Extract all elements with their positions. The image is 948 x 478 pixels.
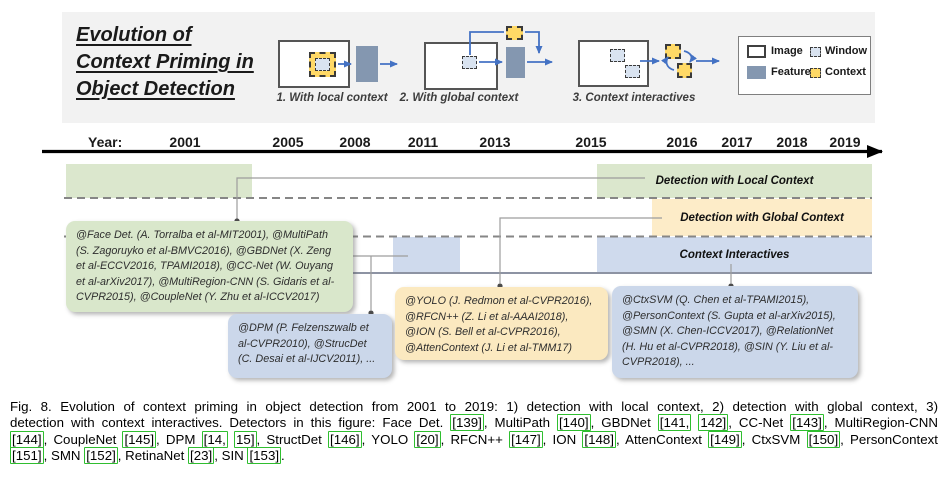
caption-text: . [281, 448, 285, 464]
caption-line: detection with context interactives. Det… [10, 414, 938, 432]
caption-text: , StructDet [256, 431, 329, 447]
caption-text: , ION [542, 431, 583, 447]
diagram3-window1-icon [610, 49, 625, 62]
caption-text: , CtxSVM [741, 431, 807, 447]
global-context-methods-box: @YOLO (J. Redmon et al-CVPR2016), @RFCN+… [395, 287, 608, 360]
legend-feature-label: Feature [771, 66, 811, 78]
caption-text: , GBDNet [590, 415, 658, 431]
diagram2-image-rect [424, 42, 498, 90]
figure-title-line3: Object Detection [76, 78, 235, 100]
citation-link[interactable]: [139] [450, 414, 484, 432]
caption-text: , AttenContext [615, 431, 709, 447]
diagram1-label: 1. With local context [276, 92, 388, 104]
diagram2-window-icon [462, 56, 477, 69]
caption-text: , CC-Net [728, 415, 791, 431]
year-axis-title: Year: [88, 134, 123, 150]
caption-text: , RFCN++ [440, 431, 510, 447]
dpm-methods-box: @DPM (P. Felzenszwalb et al-CVPR2010), @… [228, 314, 392, 378]
figure-caption: Fig. 8. Evolution of context priming in … [10, 399, 938, 465]
diagram2-label: 2. With global context [399, 92, 519, 104]
year-tick-2017: 2017 [721, 134, 753, 150]
diagram3-context2-icon [677, 63, 692, 78]
year-tick-2019: 2019 [829, 134, 861, 150]
year-tick-2011: 2011 [407, 134, 439, 150]
citation-link[interactable]: [140] [556, 414, 591, 432]
legend-context-swatch [810, 68, 821, 78]
year-tick-2005: 2005 [272, 134, 304, 150]
diagram3-image-rect [578, 40, 649, 87]
caption-line: [144], CoupleNet [145], DPM [14, 15], St… [10, 430, 938, 448]
context-interactives-methods-box: @CtxSVM (Q. Chen et al-TPAMI2015), @Pers… [612, 286, 858, 378]
citation-link[interactable]: 15] [234, 430, 257, 448]
citation-link[interactable]: [151] [10, 447, 44, 465]
diagram3-label: 3. Context interactives [572, 92, 696, 104]
band-local-left-segment [66, 164, 252, 198]
diagram1-window-icon [315, 58, 330, 71]
diagram2-context-icon [506, 26, 523, 40]
citation-link[interactable]: [144] [10, 430, 44, 448]
diagram3-window2-icon [625, 65, 640, 78]
year-tick-2015: 2015 [575, 134, 607, 150]
figure-title: Evolution of Context Priming in Object D… [76, 22, 316, 103]
caption-text: , RetinaNet [117, 448, 189, 464]
citation-link[interactable]: [150] [806, 430, 841, 448]
band-interactive-left-column [393, 237, 460, 272]
legend-window-label: Window [825, 45, 868, 57]
caption-line: Fig. 8. Evolution of context priming in … [10, 399, 938, 415]
band-global-label: Detection with Global Context [680, 211, 844, 224]
band-interactive-label: Context Interactives [679, 248, 790, 261]
year-tick-2016: 2016 [666, 134, 698, 150]
band-local-right-segment: Detection with Local Context [597, 164, 872, 198]
citation-link[interactable]: [149] [708, 430, 742, 448]
caption-text: detection with context interactives. Det… [10, 415, 451, 431]
citation-link[interactable]: [152] [84, 447, 118, 465]
caption-text: , SMN [43, 448, 85, 464]
band-local-label: Detection with Local Context [655, 175, 814, 187]
year-tick-2008: 2008 [339, 134, 371, 150]
caption-text: , CoupleNet [43, 431, 123, 447]
diagram2-arrows [469, 31, 553, 66]
figure-title-line2: Context Priming in [76, 51, 254, 73]
citation-link[interactable]: 142] [698, 414, 729, 432]
caption-line: [151], SMN [152], RetinaNet [23], SIN [1… [10, 447, 938, 465]
citation-link[interactable]: [147] [509, 430, 543, 448]
citation-link[interactable]: [153] [247, 447, 282, 465]
caption-text: , YOLO [361, 431, 415, 447]
caption-text: Fig. 8. Evolution of context priming in … [10, 399, 938, 414]
citation-link[interactable]: [14, [201, 430, 228, 448]
caption-text: , SIN [214, 448, 248, 464]
diagram3-arrows [640, 50, 720, 71]
citation-link[interactable]: [23] [188, 447, 215, 465]
year-tick-2001: 2001 [169, 134, 201, 150]
legend-window-swatch [810, 47, 821, 57]
caption-text: , DPM [156, 431, 202, 447]
legend-image-swatch [747, 45, 766, 58]
citation-link[interactable]: [143] [790, 414, 824, 432]
citation-link[interactable]: [146] [328, 430, 362, 448]
citation-link[interactable]: [148] [582, 430, 616, 448]
band-interactive-right-segment: Context Interactives [597, 237, 872, 272]
caption-text: , PersonContext [840, 431, 938, 447]
caption-text: , MultiRegion-CNN [823, 415, 938, 431]
local-context-methods-box: @Face Det. (A. Torralba et al-MIT2001), … [66, 221, 353, 312]
year-tick-2013: 2013 [479, 134, 511, 150]
citation-link[interactable]: [20] [414, 430, 441, 448]
legend-feature-swatch [747, 66, 766, 79]
citation-link[interactable]: [141, [657, 414, 692, 432]
diagram1-feature-icon [356, 46, 378, 82]
citation-link[interactable]: [145] [122, 430, 157, 448]
legend-context-label: Context [825, 66, 866, 78]
band-global-segment: Detection with Global Context [652, 199, 872, 236]
year-tick-2018: 2018 [776, 134, 808, 150]
diagram2-feature-icon [506, 47, 525, 78]
legend-image-label: Image [771, 45, 803, 57]
caption-text: , MultiPath [483, 415, 557, 431]
diagram3-context1-icon [665, 44, 681, 59]
figure-title-line1: Evolution of [76, 24, 192, 46]
